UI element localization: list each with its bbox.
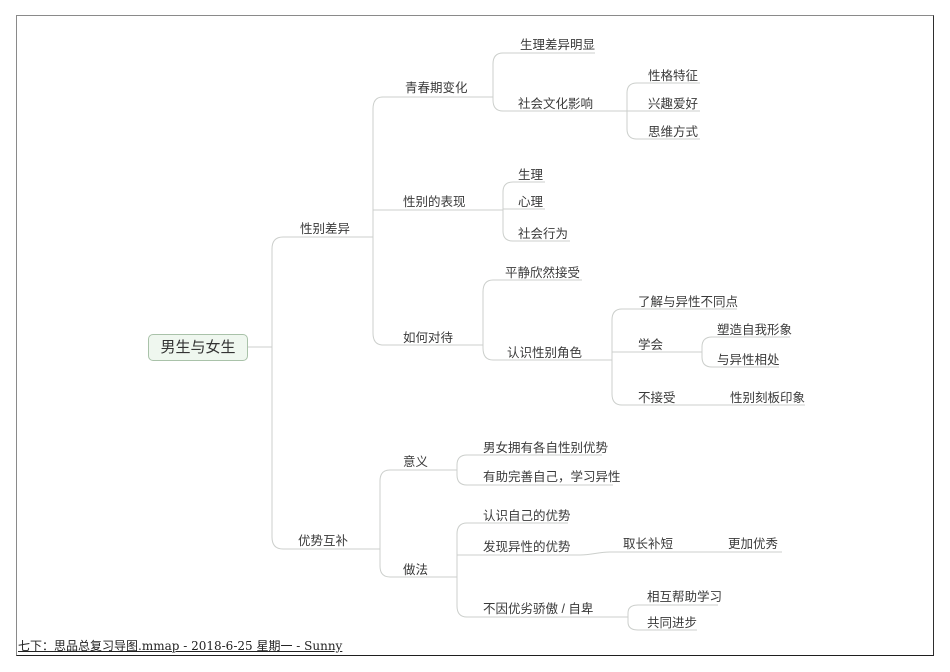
topic-physiology[interactable]: 生理 bbox=[518, 168, 544, 182]
topic-mutual-help-learning[interactable]: 相互帮助学习 bbox=[647, 590, 723, 604]
topic-methods[interactable]: 做法 bbox=[403, 563, 429, 577]
topic-both-have-gender-advantages[interactable]: 男女拥有各自性别优势 bbox=[483, 441, 609, 455]
topic-gender-stereotype[interactable]: 性别刻板印象 bbox=[730, 391, 806, 405]
topic-no-pride-or-inferiority[interactable]: 不因优劣骄傲 / 自卑 bbox=[483, 602, 594, 616]
topic-learn-from-each-other[interactable]: 取长补短 bbox=[623, 537, 674, 551]
topic-social-behavior[interactable]: 社会行为 bbox=[518, 227, 569, 241]
topic-significance[interactable]: 意义 bbox=[403, 455, 429, 469]
topic-personality-traits[interactable]: 性格特征 bbox=[648, 69, 699, 83]
topic-become-better[interactable]: 更加优秀 bbox=[728, 537, 779, 551]
topic-root[interactable]: 男生与女生 bbox=[148, 334, 248, 361]
topic-thinking-style[interactable]: 思维方式 bbox=[648, 125, 699, 139]
topic-get-along-with-opposite-sex[interactable]: 与异性相处 bbox=[717, 353, 780, 367]
topic-improve-self-learn-from-opposite-sex[interactable]: 有助完善自己，学习异性 bbox=[483, 470, 621, 484]
topic-progress-together[interactable]: 共同进步 bbox=[647, 616, 698, 630]
topic-understand-gender-roles[interactable]: 认识性别角色 bbox=[507, 346, 583, 360]
topic-learn[interactable]: 学会 bbox=[638, 338, 664, 352]
topic-know-own-strengths[interactable]: 认识自己的优势 bbox=[483, 509, 571, 523]
topic-discover-opposite-sex-strengths[interactable]: 发现异性的优势 bbox=[483, 540, 571, 554]
topic-calmly-accept[interactable]: 平静欣然接受 bbox=[505, 266, 581, 280]
topic-not-accept[interactable]: 不接受 bbox=[638, 391, 676, 405]
topic-gender-expression[interactable]: 性别的表现 bbox=[403, 195, 466, 209]
topic-complementary-advantages[interactable]: 优势互补 bbox=[298, 534, 349, 548]
document-footer: 七下：思品总复习导图.mmap - 2018-6-25 星期一 - Sunny bbox=[18, 639, 343, 653]
topic-interests-hobbies[interactable]: 兴趣爱好 bbox=[648, 97, 699, 111]
topic-gender-differences[interactable]: 性别差异 bbox=[300, 222, 351, 236]
topic-shape-self-image[interactable]: 塑造自我形象 bbox=[717, 323, 793, 337]
topic-social-cultural-influence[interactable]: 社会文化影响 bbox=[518, 97, 594, 111]
topic-physiological-difference-obvious[interactable]: 生理差异明显 bbox=[520, 38, 596, 52]
topic-puberty-changes[interactable]: 青春期变化 bbox=[405, 81, 468, 95]
topic-how-to-treat[interactable]: 如何对待 bbox=[403, 331, 454, 345]
topic-psychology[interactable]: 心理 bbox=[518, 195, 544, 209]
topic-know-differences-with-opposite-sex[interactable]: 了解与异性不同点 bbox=[638, 295, 739, 309]
